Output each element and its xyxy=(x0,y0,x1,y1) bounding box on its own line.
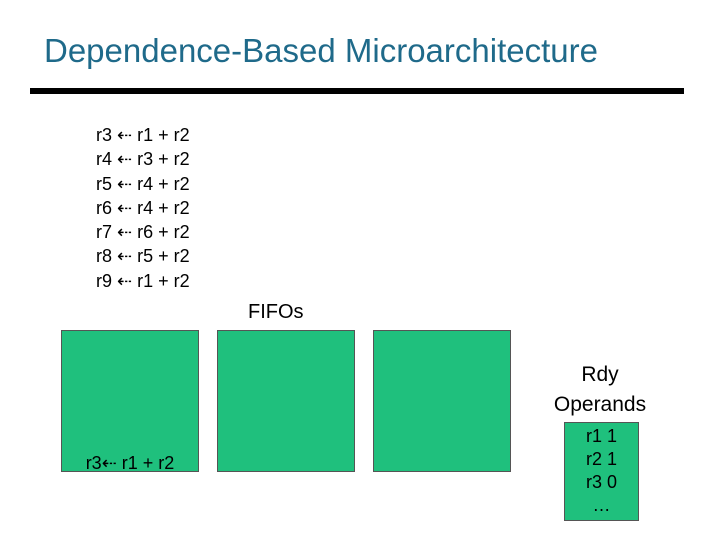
fifo-entry: r3⇠ r1 + r2 xyxy=(85,453,175,473)
ready-operands-table: r1 1 r2 1 r3 0 … xyxy=(564,422,639,521)
instruction-list: r3 ⇠ r1 + r2 r4 ⇠ r3 + r2 r5 ⇠ r4 + r2 r… xyxy=(96,123,190,293)
ready-operand-row: r1 1 xyxy=(585,426,618,446)
instruction-item: r7 ⇠ r6 + r2 xyxy=(96,222,190,243)
instruction-item: r9 ⇠ r1 + r2 xyxy=(96,270,190,291)
fifo-queue-3 xyxy=(373,330,511,472)
ready-label-line: Operands xyxy=(553,393,647,416)
ready-operand-row: r2 1 xyxy=(585,449,618,469)
ready-label-line: Rdy xyxy=(581,363,619,386)
fifos-label: FIFOs xyxy=(248,301,304,323)
slide-title: Dependence-Based Microarchitecture xyxy=(44,32,598,69)
ready-operand-row: … xyxy=(592,495,611,515)
instruction-item: r8 ⇠ r5 + r2 xyxy=(96,246,190,267)
ready-operands-label: Rdy Operands xyxy=(540,360,660,420)
instruction-item: r4 ⇠ r3 + r2 xyxy=(96,149,190,170)
fifo-queue-1: r3⇠ r1 + r2 xyxy=(61,330,199,473)
instruction-item: r6 ⇠ r4 + r2 xyxy=(96,197,190,218)
title-underline xyxy=(30,88,684,94)
instruction-item: r3 ⇠ r1 + r2 xyxy=(96,125,190,145)
instruction-item: r5 ⇠ r4 + r2 xyxy=(96,173,190,194)
ready-operand-row: r3 0 xyxy=(585,472,618,492)
fifo-queue-2 xyxy=(217,330,355,472)
